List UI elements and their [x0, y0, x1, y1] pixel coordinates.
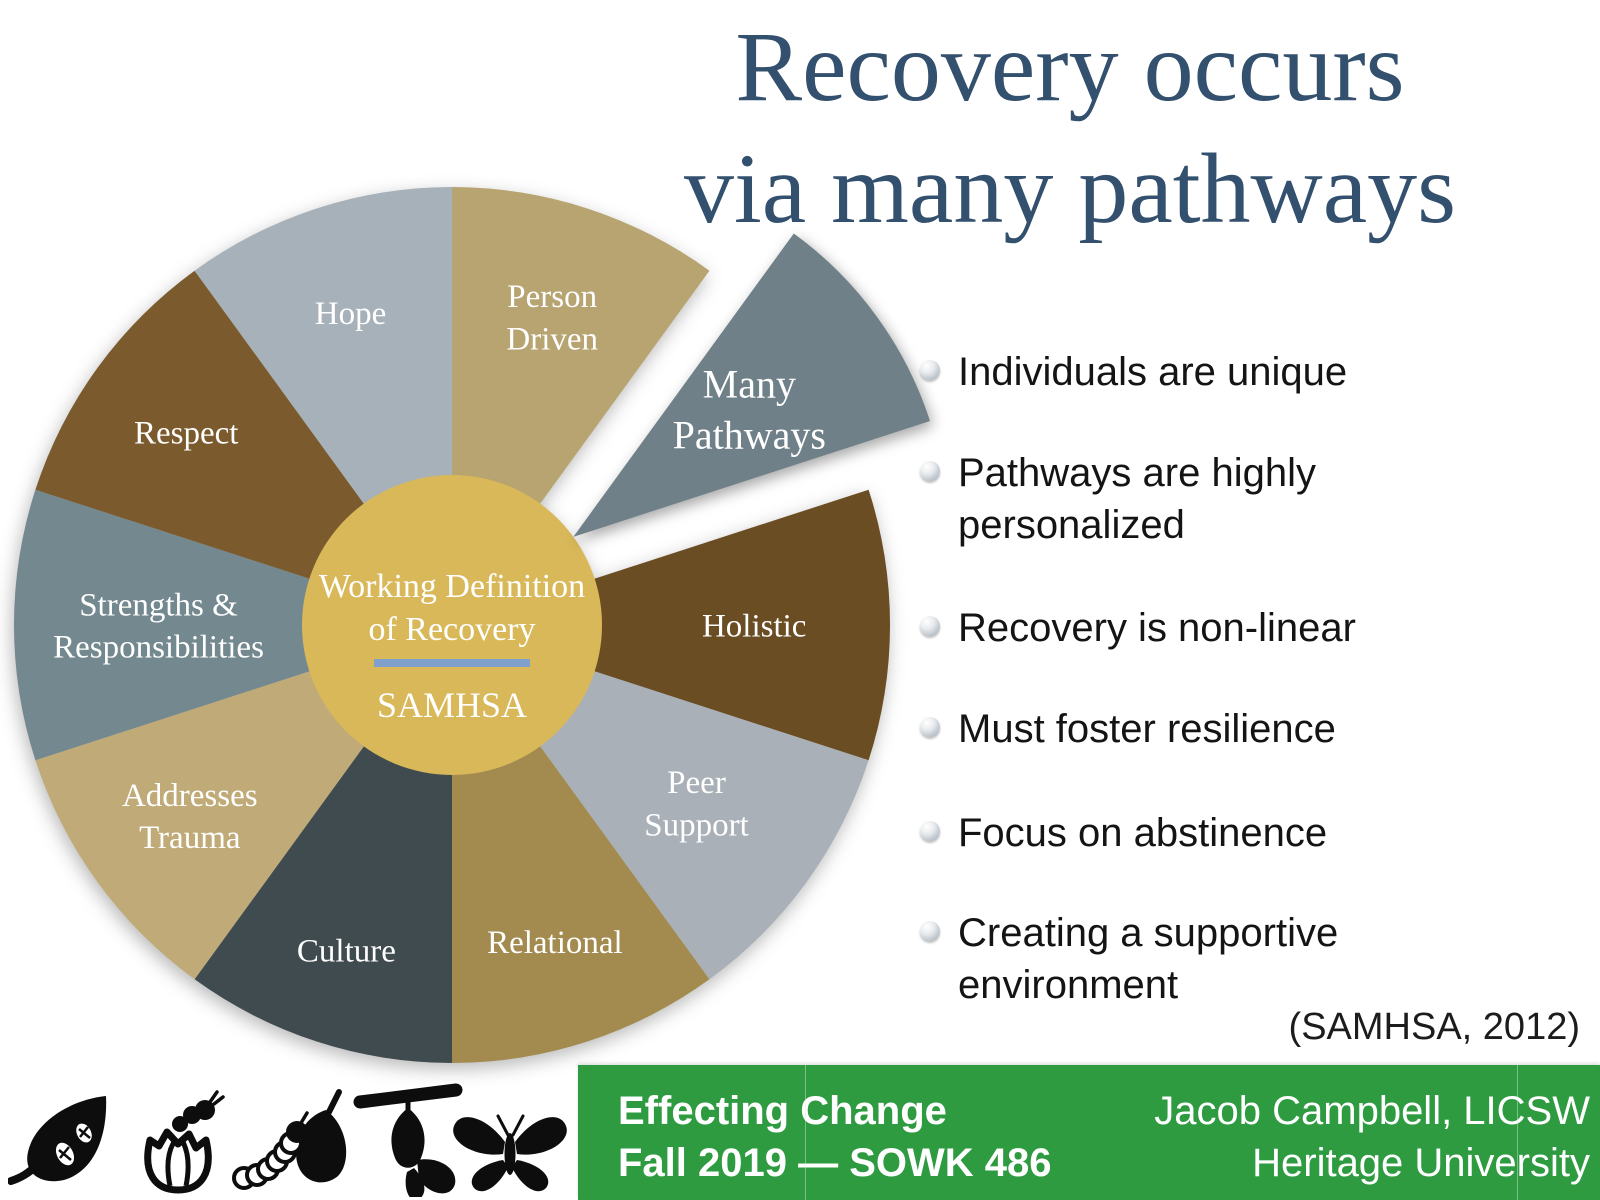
wheel-center-divider: [374, 659, 530, 667]
hatching-caterpillar-icon: [144, 1090, 225, 1194]
slide-title: Recovery occurs via many pathways: [580, 6, 1560, 250]
sphere-bullet-icon: [920, 921, 940, 941]
caterpillar-on-leaf-icon: [232, 1089, 347, 1190]
wheel-center-subtitle: SAMHSA: [377, 685, 527, 725]
list-item: Individuals are unique: [920, 346, 1480, 398]
list-item: Must foster resilience: [920, 703, 1480, 755]
footer-divider: [805, 1065, 806, 1200]
slide-title-line2: via many pathways: [683, 133, 1457, 244]
wedge-many-pathways: [573, 233, 930, 537]
chrysalis-emerging-butterfly-icon: [353, 1083, 463, 1197]
wheel-segments: [13, 187, 891, 1063]
footer-author-info: Jacob Campbell, LICSW Heritage Universit…: [1154, 1065, 1600, 1200]
list-item: Creating a supportive environment: [920, 907, 1480, 1011]
course-term: Fall 2019 — SOWK 486: [618, 1141, 1052, 1185]
wedge-label-strengths-responsibilities: Strengths &Responsibilities: [53, 587, 264, 665]
bullet-text: Must foster resilience: [958, 707, 1336, 751]
wedge-label-hope: Hope: [315, 296, 386, 332]
list-item: Recovery is non-linear: [920, 602, 1480, 654]
sphere-bullet-icon: [920, 821, 940, 841]
slide-title-line1: Recovery occurs: [735, 11, 1405, 122]
butterfly-icon: [453, 1114, 567, 1192]
footer-course-info: Effecting Change Fall 2019 — SOWK 486: [578, 1065, 1052, 1200]
leaf-with-eggs-icon: [8, 1096, 107, 1185]
lifecycle-icon-strip: [8, 1083, 567, 1197]
bullet-text: Pathways are highly personalized: [958, 451, 1316, 547]
list-item: Pathways are highly personalized: [920, 447, 1480, 551]
wedge-label-respect: Respect: [134, 416, 238, 452]
bullet-text: Individuals are unique: [958, 350, 1348, 394]
bullet-text: Focus on abstinence: [958, 811, 1328, 855]
footer-bar: Effecting Change Fall 2019 — SOWK 486 Ja…: [578, 1065, 1600, 1200]
bullet-text: Recovery is non-linear: [958, 606, 1356, 650]
footer-divider: [1517, 1065, 1518, 1200]
sphere-bullet-icon: [920, 360, 940, 380]
bullet-text: Creating a supportive environment: [958, 911, 1339, 1007]
sphere-bullet-icon: [920, 616, 940, 636]
list-item: Focus on abstinence: [920, 807, 1480, 859]
institution-name: Heritage University: [1252, 1141, 1590, 1185]
wedge-strengths-responsibilities: [13, 489, 453, 761]
citation-text: (SAMHSA, 2012): [1288, 1006, 1580, 1048]
wedge-label-relational: Relational: [487, 925, 623, 961]
wedge-label-holistic: Holistic: [702, 609, 807, 645]
sphere-bullet-icon: [920, 461, 940, 481]
course-title: Effecting Change: [618, 1089, 947, 1133]
wedge-label-culture: Culture: [297, 934, 396, 970]
instructor-name: Jacob Campbell, LICSW: [1154, 1089, 1590, 1133]
wheel-center-circle: [302, 475, 602, 775]
wheel-exploded-segment: [573, 233, 930, 537]
wedge-holistic: [452, 489, 891, 761]
sphere-bullet-icon: [920, 717, 940, 737]
